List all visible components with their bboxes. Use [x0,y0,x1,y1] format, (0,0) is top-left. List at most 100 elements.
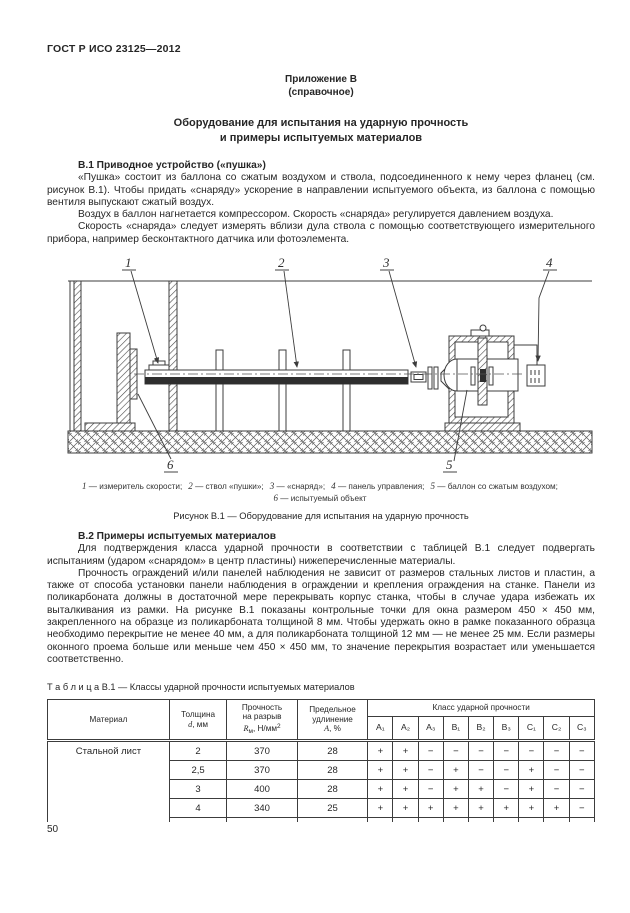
col-header-class-c2: С₂ [543,716,570,742]
legend-item-number: 6 [273,492,278,503]
cell-class: − [417,740,444,761]
cell-class: + [367,760,394,780]
figure-legend-line-2: 6 — испытуемый объект [40,493,600,505]
cell-class: + [518,798,545,818]
callout-leader-5 [453,389,468,462]
table-b1: Материал Толщина d, мм Прочность на разр… [47,699,596,822]
doc-code: ГОСТ Р ИСО 23125—2012 [47,43,181,55]
col-header-thickness: Толщина d, мм [168,699,228,742]
section-b2-heading: В.2 Примеры испытуемых материалов [78,531,276,542]
wall-column [168,280,178,432]
appendix-note: (справочное) [288,87,354,98]
cell-class: + [392,760,419,780]
cell-class: − [543,779,570,799]
cell-elongation: 25 [296,798,369,818]
cell-strength: 370 [226,740,298,761]
cell-class: + [442,760,469,780]
title-line-2: и примеры испытуемых материалов [219,131,423,144]
col-header-impact-class-group: Класс ударной прочности [367,699,595,717]
cell-class: − [417,760,444,780]
table-row: 4 340 25 + + + + + + + + − [48,798,596,818]
wall-column [73,280,82,432]
cell-class: + [442,798,469,818]
table-row: 3 400 28 + + − + + − + − − [48,779,596,799]
cell-strength: 400 [226,779,298,799]
cell-class: + [543,798,570,818]
cell-thickness: 3 [168,779,228,799]
cell-class: + [467,798,495,818]
col-header-class-a2: А₂ [392,716,419,742]
cell-class: − [467,740,495,761]
cell-class: + [392,798,419,818]
callout-leader-4 [535,270,550,362]
cell-elongation: 28 [296,740,369,761]
callout-number-2: 2 [278,255,285,270]
figure-legend: 1 — измеритель скорости;2 — ствол «пушки… [40,481,600,504]
cell-class: − [493,779,520,799]
cell-class: + [442,779,469,799]
callout-number-5: 5 [446,457,453,472]
cell-class: − [568,740,596,761]
legend-item-text: — испытуемый объект [277,493,367,503]
figure-caption: Рисунок В.1 — Оборудование для испытания… [173,511,469,521]
callout-leader-6 [137,393,172,460]
table-row: Стальной лист 2 370 28 + + − − − − − − − [47,740,596,822]
cell-thickness: 2,5 [168,760,228,780]
cell-class: − [442,740,469,761]
test-object-stand [84,332,138,432]
col-header-class-b3: В₃ [493,716,520,742]
table-continuation-stub [48,817,596,822]
title-line-1: Оборудование для испытания на ударную пр… [173,117,469,129]
cell-class: + [367,798,394,818]
appendix-label: Приложение В [285,74,357,85]
col-header-tensile-strength: Прочность на разрыв Rм, Н/мм2 [226,699,298,742]
section-b2-paragraph: Прочность ограждений и/или панелей наблю… [47,567,595,665]
callout-number-4: 4 [546,255,553,270]
cell-class: + [493,798,520,818]
cell-class: − [568,779,596,799]
legend-item-text: — баллон со сжатым воздухом; [434,482,558,491]
cell-class: − [568,760,596,780]
barrel-support-post [215,349,224,432]
barrel-support-post [278,349,287,432]
callout-leader-3 [388,270,418,368]
cannon-barrel [144,369,409,385]
compressed-air-cylinder [443,324,519,406]
legend-item-number: 3 [269,481,275,491]
legend-item-text: — «снаряд»; [274,482,326,491]
cell-thickness: 2 [168,740,228,761]
cell-class: − [417,779,444,799]
ground-hatch [67,430,593,454]
cell-class: − [493,740,520,761]
callout-number-1: 1 [125,255,132,270]
cell-class: + [467,779,495,799]
cell-class: − [518,740,545,761]
cell-class: − [543,760,570,780]
legend-item-text: — ствол «пушки»; [192,482,264,491]
cell-elongation: 28 [296,779,369,799]
legend-item-number: 2 [188,481,193,491]
impact-strength-table: Материал Толщина d, мм Прочность на разр… [47,699,596,822]
appendix-header: Приложение В (справочное) [47,73,595,99]
cell-class: + [518,760,545,780]
callout-number-3: 3 [382,255,390,270]
legend-item-text: — панель управления; [335,482,425,491]
cell-material: Стальной лист [47,740,170,822]
col-header-class-b1: В₁ [442,716,469,742]
cell-thickness: 4 [168,798,228,818]
section-b1-paragraph: «Пушка» состоит из баллона со сжатым воз… [47,172,595,208]
callout-leader-1 [130,270,160,364]
figure-b1-diagram: 1 2 3 4 5 6 [60,253,600,481]
col-header-class-a3: А₃ [417,716,444,742]
cell-class: + [367,740,394,761]
section-b1-paragraph: Воздух в баллон нагнетается компрессором… [78,209,554,221]
table-b1-label: Т а б л и ц а В.1 — Классы ударной прочн… [47,682,355,692]
cell-class: − [568,798,596,818]
cell-class: + [417,798,444,818]
table-row: 2,5 370 28 + + − + − − + − − [48,760,596,780]
cell-strength: 340 [226,798,298,818]
cell-class: + [392,779,419,799]
cell-class: − [493,760,520,780]
page-title: Оборудование для испытания на ударную пр… [47,116,595,145]
